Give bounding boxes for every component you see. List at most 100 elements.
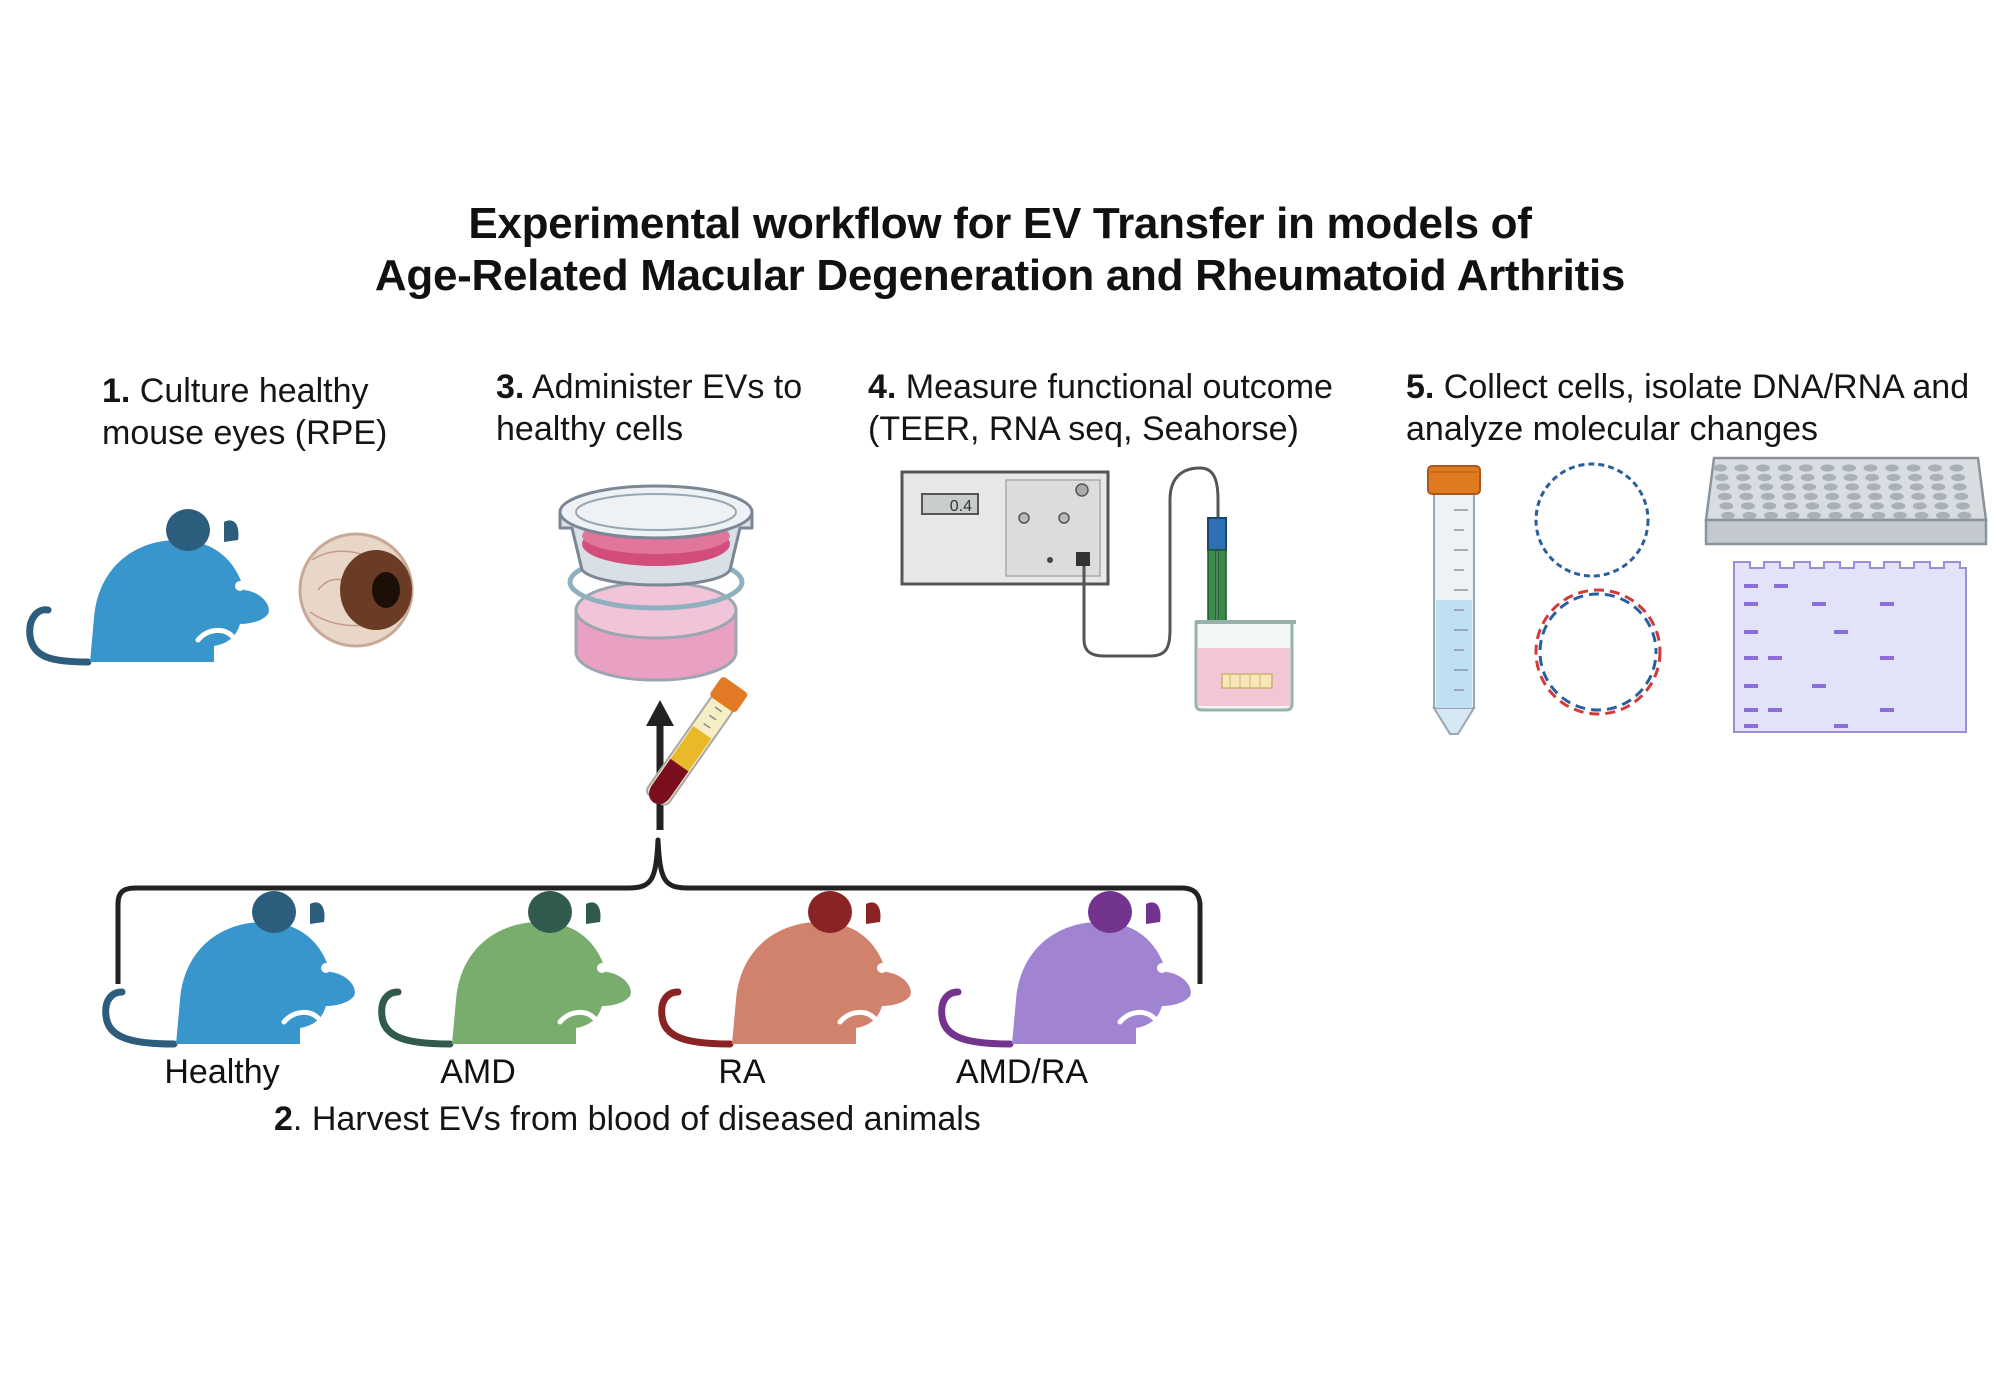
- blood-tube-icon: [646, 677, 748, 806]
- step-2-number: 2: [274, 1100, 293, 1138]
- plate-well: [1842, 464, 1856, 472]
- step-5-number: 5.: [1406, 368, 1435, 406]
- plate-well: [1807, 511, 1821, 520]
- well-plate-icon: [1704, 456, 1988, 546]
- step-1-number: 1.: [102, 372, 131, 410]
- plate-well: [1803, 492, 1818, 501]
- gel-band: [1880, 656, 1894, 660]
- plate-well: [1736, 473, 1751, 482]
- plate-well: [1955, 502, 1970, 510]
- beaker-icon: [1194, 620, 1296, 712]
- plate-well: [1734, 464, 1749, 472]
- step-4-number: 4.: [868, 368, 897, 406]
- mouse-label-amd: AMD: [440, 1053, 516, 1091]
- plate-well: [1931, 483, 1946, 491]
- plate-well: [1760, 492, 1775, 501]
- step-2-label: 2. Harvest EVs from blood of diseased an…: [274, 1098, 981, 1140]
- plate-well: [1739, 492, 1754, 501]
- step-3-label: 3. Administer EVs to healthy cells: [496, 366, 802, 450]
- plate-well: [1779, 473, 1794, 482]
- title-line-2: Age-Related Macular Degeneration and Rhe…: [374, 251, 1626, 300]
- step-2-text: . Harvest EVs from blood of diseased ani…: [292, 1100, 981, 1138]
- plate-well: [1914, 511, 1929, 520]
- plate-well: [1954, 492, 1969, 501]
- gel-icon: [1733, 561, 1967, 733]
- plate-well: [1783, 502, 1798, 510]
- gel-band: [1880, 602, 1894, 606]
- gel-band: [1744, 684, 1758, 688]
- plate-well: [1800, 473, 1815, 482]
- plate-well: [1889, 492, 1904, 501]
- plate-well: [1742, 511, 1757, 520]
- mouse-healthy: [102, 891, 355, 1048]
- eye-icon: [298, 532, 414, 648]
- mouse-amd-ra: [938, 891, 1191, 1048]
- gel-band: [1880, 708, 1894, 712]
- plate-well: [1949, 464, 1964, 472]
- plate-well: [1866, 483, 1881, 491]
- plate-well: [1843, 473, 1858, 482]
- step-5-label: 5. Collect cells, isolate DNA/RNA and an…: [1406, 366, 2000, 450]
- plate-well: [1886, 473, 1901, 482]
- step-4-text-line-1: Measure functional outcome: [896, 368, 1333, 406]
- step-5-text-line-1: Collect cells, isolate DNA/RNA and: [1434, 368, 1970, 406]
- plate-well: [1762, 502, 1777, 510]
- step-3-text-line-2: healthy cells: [496, 410, 684, 448]
- plate-well: [1822, 473, 1837, 482]
- plate-well: [1802, 483, 1817, 491]
- gel-band: [1834, 724, 1848, 728]
- plate-well: [1737, 483, 1752, 491]
- plate-well: [1908, 473, 1923, 482]
- step-3-text-line-1: Administer EVs to: [524, 368, 803, 406]
- plate-well: [1929, 473, 1944, 482]
- gel-band: [1768, 708, 1782, 712]
- plate-well: [1716, 483, 1731, 491]
- plate-well: [1764, 511, 1778, 520]
- plate-well: [1863, 464, 1878, 472]
- gel-band: [1834, 630, 1848, 634]
- plate-well: [1826, 502, 1841, 510]
- step-1-text-line-1: Culture healthy: [130, 372, 369, 410]
- plate-well: [1934, 502, 1949, 510]
- plate-well: [1868, 492, 1883, 501]
- step-1-label: 1. Culture healthy mouse eyes (RPE): [102, 370, 387, 454]
- mouse-label-amd-ra: AMD/RA: [955, 1053, 1089, 1091]
- plate-well: [1799, 464, 1813, 472]
- plate-well: [1757, 473, 1772, 482]
- plate-well: [1714, 473, 1729, 482]
- plate-well: [1740, 502, 1755, 510]
- meter-readout: 0.4: [950, 498, 972, 515]
- title-line-1: Experimental workflow for EV Transfer in…: [468, 199, 1532, 248]
- plate-well: [1952, 483, 1967, 491]
- plate-well: [1936, 511, 1950, 520]
- step-1-text-line-2: mouse eyes (RPE): [102, 414, 388, 452]
- step-4-label: 4. Measure functional outcome (TEER, RNA…: [868, 366, 1333, 450]
- plate-well: [1823, 483, 1838, 491]
- electrode-cable: [1082, 466, 1220, 658]
- plate-well: [1782, 492, 1797, 501]
- plate-well: [1888, 483, 1903, 491]
- mouse-amd: [378, 891, 631, 1048]
- plate-well: [1719, 502, 1734, 510]
- step-4-text-line-2: (TEER, RNA seq, Seahorse): [868, 410, 1299, 448]
- mouse-label-ra: RA: [718, 1053, 766, 1091]
- gel-band: [1768, 656, 1782, 660]
- step-5-text-line-2: analyze molecular changes: [1406, 410, 1819, 448]
- plate-well: [1865, 473, 1880, 482]
- teer-meter-icon: 0.4: [900, 470, 1110, 586]
- plate-well: [1759, 483, 1774, 491]
- plate-well: [1828, 511, 1843, 520]
- mouse-ra: [658, 891, 911, 1048]
- group-bracket: [115, 837, 1203, 984]
- gel-band: [1744, 630, 1758, 634]
- mouse-label-healthy: Healthy: [164, 1053, 280, 1091]
- gel-band: [1744, 724, 1758, 728]
- plasmid-icon: [1534, 462, 1650, 578]
- gel-band: [1812, 684, 1826, 688]
- step-3-number: 3.: [496, 368, 525, 406]
- gel-band: [1774, 584, 1788, 588]
- plate-well: [1721, 511, 1735, 520]
- plate-well: [1850, 511, 1864, 520]
- plate-well: [1805, 502, 1820, 510]
